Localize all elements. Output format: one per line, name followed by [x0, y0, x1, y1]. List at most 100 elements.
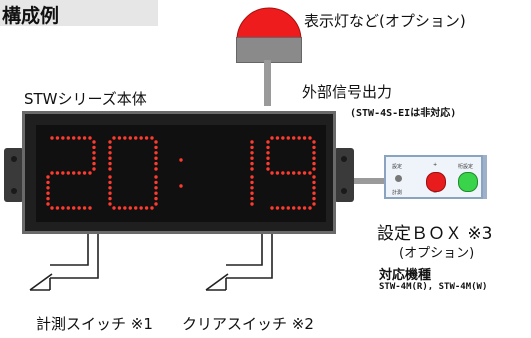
- led-digit-3: [292, 171, 296, 175]
- diagram-title: 構成例: [2, 5, 60, 27]
- led-digit-1: [144, 136, 149, 140]
- led-digit-3: [312, 145, 316, 150]
- led-digit-1: [150, 136, 154, 140]
- led-digit-2: [250, 161, 254, 166]
- switch-icon: [205, 234, 273, 291]
- led-digit-1: [108, 180, 112, 185]
- led-digit-3: [286, 171, 290, 175]
- settings-box-label: 設定ＢＯＸ ※3: [377, 224, 493, 244]
- led-digit-1: [117, 136, 122, 140]
- led-digit-1: [128, 136, 132, 140]
- led-digit-3: [275, 171, 280, 175]
- led-digit-0: [50, 171, 54, 175]
- led-digit-0: [46, 196, 50, 201]
- box-label-setting: 設定: [392, 164, 403, 170]
- led-digit-1: [108, 175, 112, 179]
- header-tab: [0, 0, 158, 26]
- settings-box-option-label: (オプション): [399, 246, 475, 261]
- green-button[interactable]: [458, 172, 478, 192]
- led-digit-3: [312, 156, 316, 160]
- led-digit-0: [61, 171, 65, 175]
- lamp-pole: [264, 60, 271, 106]
- led-digit-0: [92, 145, 96, 150]
- led-digit-3: [266, 156, 270, 160]
- led-digit-0: [92, 151, 96, 155]
- led-digit-1: [108, 186, 112, 190]
- led-digit-1: [154, 140, 158, 144]
- lamp-label: 表示灯など(オプション): [304, 12, 466, 30]
- led-digit-0: [61, 136, 65, 140]
- led-digit-1: [154, 151, 158, 155]
- external-output-note: (STW-4S-EIは非対応): [350, 108, 457, 119]
- led-digit-1: [108, 145, 112, 150]
- led-digit-1: [108, 202, 112, 206]
- led-digit-0: [72, 206, 76, 210]
- led-digit-3: [312, 151, 316, 155]
- led-digit-1: [150, 206, 154, 210]
- led-digit-3: [266, 151, 270, 155]
- led-digit-1: [139, 136, 143, 140]
- led-digit-3: [308, 206, 312, 210]
- led-colon: [179, 158, 183, 162]
- external-output-label: 外部信号出力: [302, 83, 393, 101]
- body-label: STWシリーズ本体: [24, 90, 147, 108]
- measure-switch-label: 計測スイッチ ※1: [36, 315, 153, 333]
- led-digit-0: [77, 171, 81, 175]
- led-digit-1: [123, 206, 127, 210]
- led-digit-3: [281, 171, 285, 175]
- compatible-models: STW-4M(R), STW-4M(W): [379, 282, 488, 292]
- led-digit-3: [292, 206, 296, 210]
- led-digit-0: [92, 140, 96, 144]
- switch-icon: [29, 234, 99, 291]
- led-digit-2: [250, 151, 254, 155]
- led-digit-3: [270, 206, 274, 210]
- led-digit-0: [82, 206, 87, 210]
- led-digit-0: [55, 206, 60, 210]
- led-digit-0: [82, 171, 87, 175]
- led-digit-3: [312, 140, 316, 144]
- compatible-title: 対応機種: [379, 268, 432, 283]
- led-digit-1: [139, 206, 143, 210]
- led-digit-3: [281, 206, 285, 210]
- led-digit-0: [88, 206, 92, 210]
- led-digit-2: [250, 180, 254, 185]
- led-digit-0: [50, 136, 54, 140]
- led-digit-1: [154, 186, 158, 190]
- led-digit-1: [112, 136, 116, 140]
- led-digit-0: [77, 206, 81, 210]
- mount-bracket-left: [4, 148, 24, 202]
- led-digit-1: [154, 167, 158, 171]
- led-display: [46, 136, 316, 210]
- led-digit-0: [46, 175, 50, 179]
- led-digit-0: [72, 136, 76, 140]
- led-digit-3: [286, 206, 290, 210]
- led-digit-3: [266, 140, 270, 144]
- led-digit-1: [108, 151, 112, 155]
- led-digit-3: [266, 161, 270, 166]
- box-cable: [335, 178, 385, 184]
- box-label-digit: 桁設定: [458, 164, 474, 170]
- led-digit-0: [66, 171, 70, 175]
- led-digit-0: [61, 206, 65, 210]
- led-digit-1: [112, 206, 116, 210]
- led-digit-3: [281, 136, 285, 140]
- led-digit-3: [312, 196, 316, 201]
- lamp-dome: [236, 7, 302, 41]
- led-digit-3: [266, 145, 270, 150]
- led-digit-3: [302, 136, 307, 140]
- led-digit-2: [250, 175, 254, 179]
- led-digit-1: [154, 156, 158, 160]
- led-digit-3: [312, 175, 316, 179]
- red-button[interactable]: [426, 172, 446, 192]
- led-digit-0: [50, 206, 54, 210]
- lamp-icon: [236, 7, 302, 41]
- led-digit-3: [312, 161, 316, 166]
- led-digit-3: [312, 186, 316, 190]
- led-digit-1: [154, 180, 158, 185]
- led-digit-3: [302, 171, 307, 175]
- led-digit-1: [134, 206, 138, 210]
- led-digit-2: [250, 140, 254, 144]
- led-digit-1: [154, 196, 158, 201]
- led-digit-3: [312, 202, 316, 206]
